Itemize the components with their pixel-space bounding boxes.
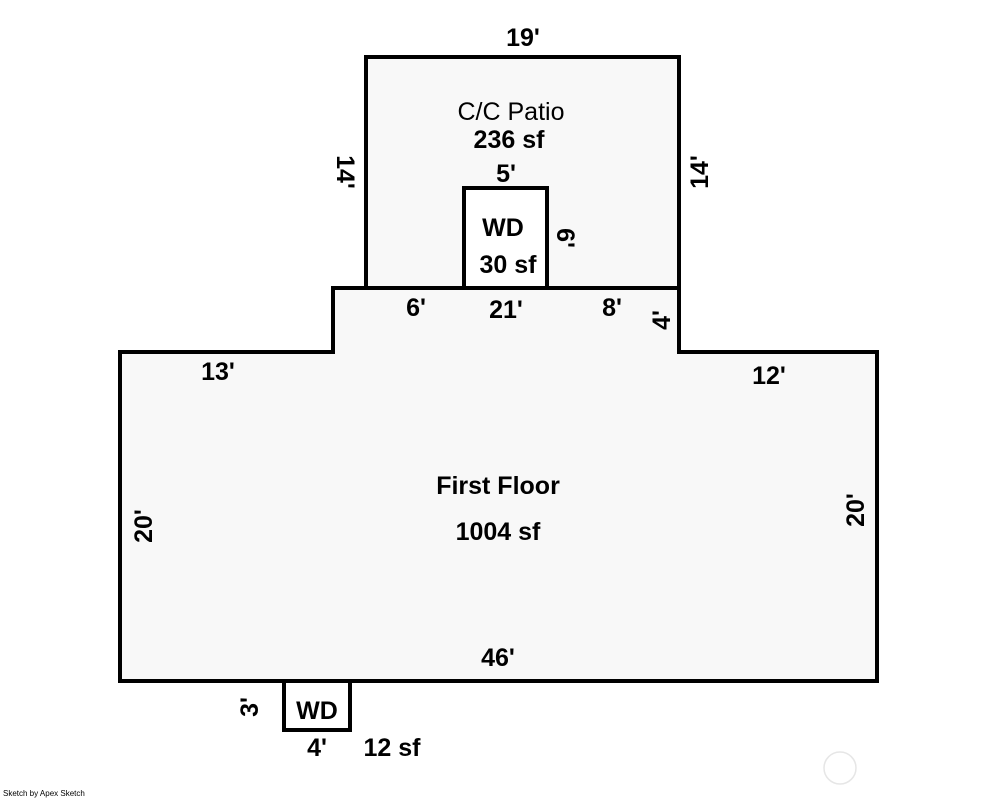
floor-right-dimension: 20' — [842, 493, 870, 527]
wd-upper-right-dimension: 6' — [551, 228, 579, 248]
wd-lower-left-dimension: 3' — [236, 697, 264, 717]
sketch-credit: Sketch by Apex Sketch — [3, 789, 85, 798]
wd-upper-outline — [462, 186, 549, 290]
patio-left-dimension: 14' — [331, 155, 359, 189]
floor-step-left-dimension: 6' — [406, 294, 426, 322]
wd-upper-name: WD — [482, 214, 524, 242]
floor-right-top-dimension: 12' — [752, 362, 786, 390]
wd-lower-outline — [282, 679, 352, 732]
wd-lower-bottom-dimension: 4' — [307, 734, 327, 762]
floor-step-top-dimension: 21' — [489, 296, 523, 324]
wd-upper-top-dimension: 5' — [496, 160, 516, 188]
patio-right-dimension: 14' — [686, 155, 714, 189]
first-floor-area: 1004 sf — [456, 518, 541, 546]
patio-name: C/C Patio — [458, 98, 565, 126]
patio-top-dimension: 19' — [506, 24, 540, 52]
floor-step-right-side-dimension: 4' — [648, 310, 676, 330]
first-floor-outline — [118, 286, 879, 683]
floor-left-dimension: 20' — [130, 509, 158, 543]
wd-upper-area: 30 sf — [480, 251, 538, 279]
patio-area: 236 sf — [474, 126, 546, 154]
watermark-ring-icon — [823, 751, 857, 785]
wd-lower-name: WD — [296, 697, 338, 725]
floor-bottom-dimension: 46' — [481, 644, 515, 672]
patio-outline — [364, 55, 681, 290]
floor-left-top-dimension: 13' — [201, 358, 235, 386]
floor-step-right-dimension: 8' — [602, 294, 622, 322]
first-floor-name: First Floor — [436, 472, 560, 500]
wd-lower-area: 12 sf — [364, 734, 422, 762]
